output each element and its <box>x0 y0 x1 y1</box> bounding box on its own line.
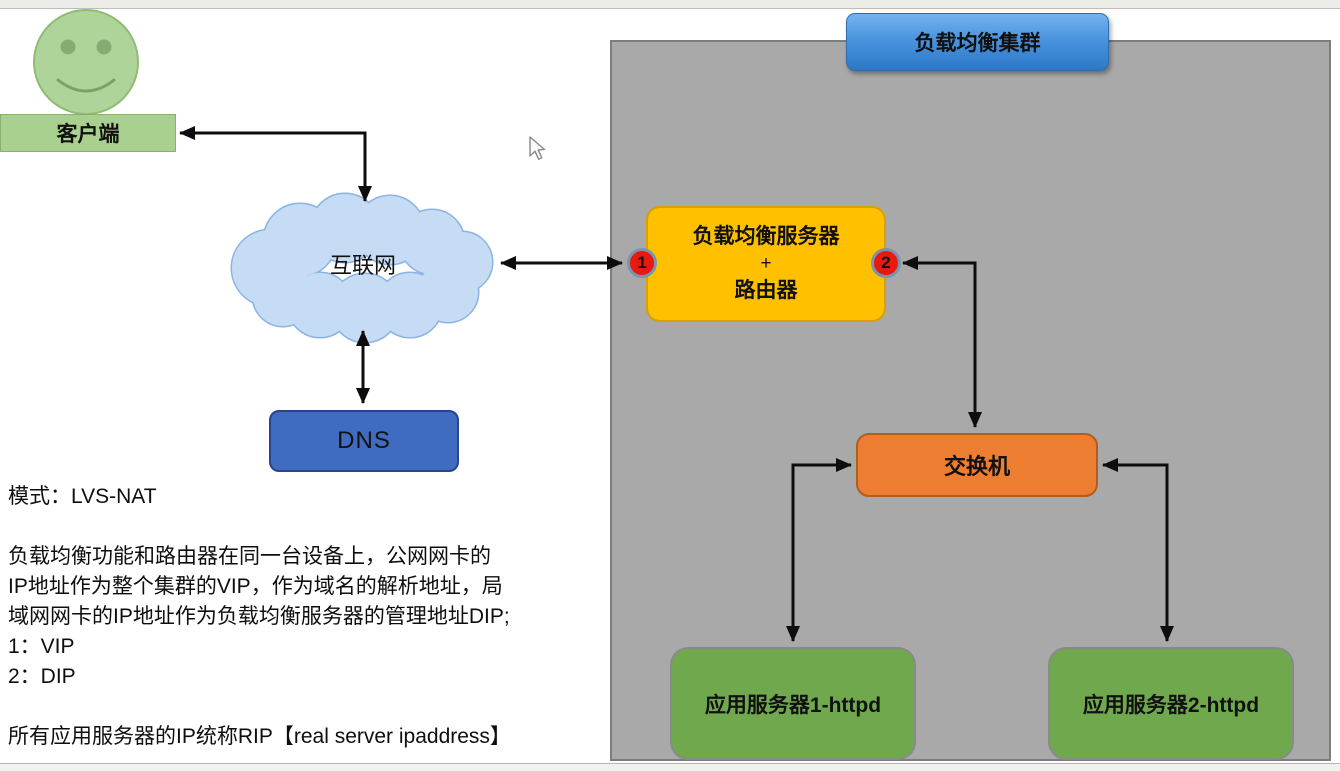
app-server1-label: 应用服务器1-httpd <box>704 693 882 717</box>
load-balancer-line1: 负载均衡服务器 <box>692 225 840 248</box>
mouse-cursor-icon <box>529 136 546 160</box>
note-rip: 所有应用服务器的IP统称RIP【real server ipaddress】 <box>8 725 511 748</box>
dns-node: DNS <box>269 410 459 472</box>
cluster-title-node: 负载均衡集群 <box>846 13 1109 71</box>
top-edge-strip <box>0 0 1340 9</box>
note-desc-line3: 域网网卡的IP地址作为负载均衡服务器的管理地址DIP; <box>8 605 510 628</box>
cluster-title-label: 负载均衡集群 <box>914 32 1041 55</box>
app-server2-label: 应用服务器2-httpd <box>1082 693 1260 717</box>
client-label: 客户端 <box>56 123 120 146</box>
dns-label: DNS <box>337 427 391 454</box>
app-server1-node: 应用服务器1-httpd <box>670 647 916 760</box>
load-balancer-line3: 路由器 <box>734 279 798 302</box>
note-vip: 1：VIP <box>8 635 75 658</box>
internet-cloud-label: 互联网 <box>329 253 396 278</box>
load-balancer-plus: + <box>760 253 772 274</box>
vip-badge: 1 <box>627 248 657 278</box>
note-spacer <box>8 692 608 722</box>
bottom-edge-strip <box>0 763 1340 771</box>
note-mode: 模式：LVS-NAT <box>8 485 157 508</box>
switch-label: 交换机 <box>943 454 1010 479</box>
load-balancer-node: 负载均衡服务器 + 路由器 <box>646 206 886 322</box>
client-node: 客户端 <box>0 114 176 152</box>
note-desc-line2: IP地址作为整个集群的VIP，作为域名的解析地址，局 <box>8 575 503 598</box>
client-smiley-icon <box>33 9 139 115</box>
note-dip: 2：DIP <box>8 665 76 688</box>
switch-node: 交换机 <box>856 433 1098 497</box>
notes-block: 模式：LVS-NAT 负载均衡功能和路由器在同一台设备上，公网网卡的 IP地址作… <box>8 482 608 752</box>
app-server2-node: 应用服务器2-httpd <box>1048 647 1294 760</box>
note-spacer <box>8 512 608 542</box>
note-desc-line1: 负载均衡功能和路由器在同一台设备上，公网网卡的 <box>8 545 491 568</box>
dip-badge: 2 <box>871 248 901 278</box>
